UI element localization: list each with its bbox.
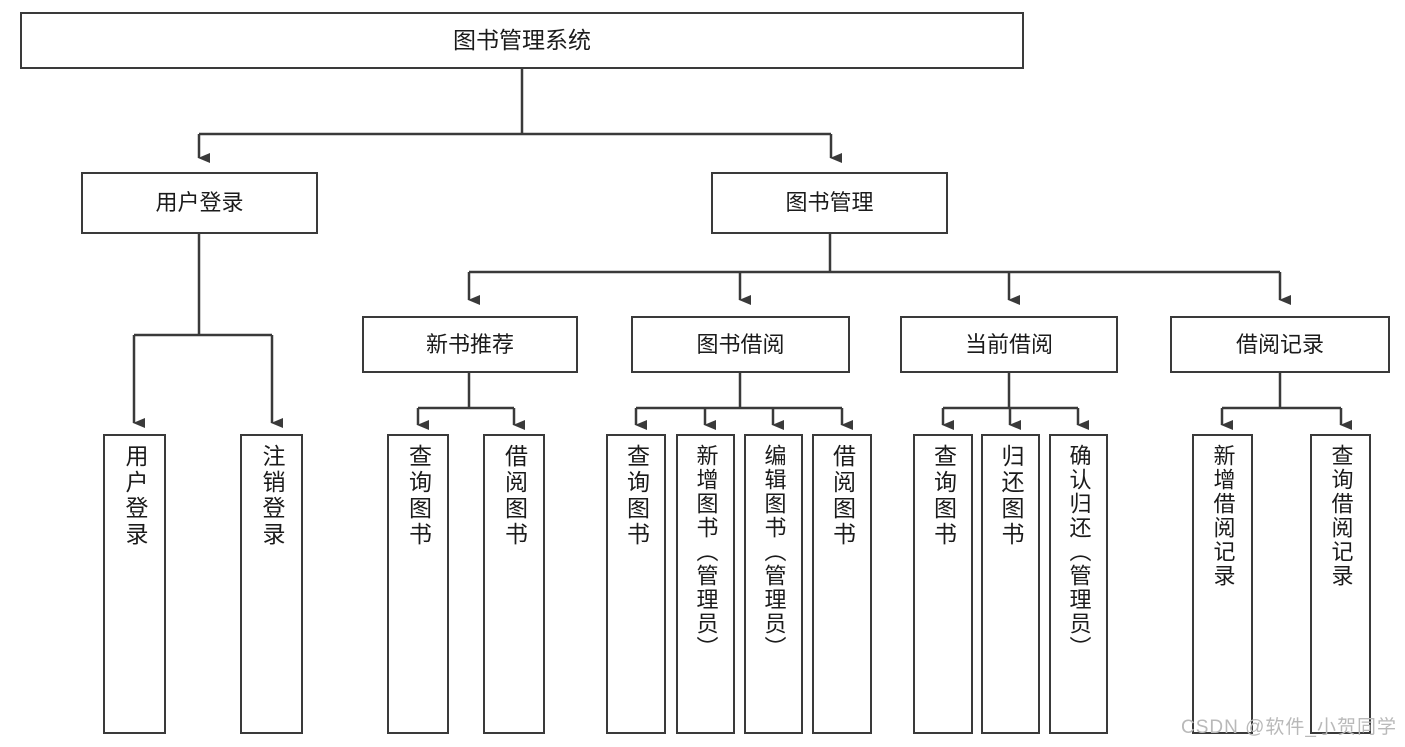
watermark: CSDN @软件_小贺同学 <box>1181 717 1397 738</box>
leaf-query-book-2-label: 查询图书 <box>623 444 650 548</box>
leaf-query-record[interactable]: 查询借阅记录 <box>1310 434 1371 734</box>
leaf-user-logout-label: 注销登录 <box>259 444 285 548</box>
leaf-query-book-1-label: 查询图书 <box>405 444 432 548</box>
leaf-edit-book-label: 编辑图书（管理员） <box>761 444 787 660</box>
leaf-return-book-label: 归还图书 <box>998 444 1024 548</box>
leaf-add-record-label: 新增借阅记录 <box>1210 444 1236 588</box>
leaf-borrow-book-1[interactable]: 借阅图书 <box>483 434 545 734</box>
leaf-confirm-return-label: 确认归还（管理员） <box>1066 444 1092 660</box>
node-borrow-record[interactable]: 借阅记录 <box>1170 316 1390 373</box>
node-root-label: 图书管理系统 <box>453 26 591 53</box>
node-book-manage-label: 图书管理 <box>785 190 874 216</box>
leaf-add-book[interactable]: 新增图书（管理员） <box>676 434 735 734</box>
leaf-user-logout[interactable]: 注销登录 <box>240 434 303 734</box>
leaf-query-book-1[interactable]: 查询图书 <box>387 434 449 734</box>
node-new-book-rec[interactable]: 新书推荐 <box>362 316 578 373</box>
leaf-edit-book[interactable]: 编辑图书（管理员） <box>744 434 803 734</box>
leaf-query-record-label: 查询借阅记录 <box>1328 444 1354 588</box>
leaf-borrow-book-2-label: 借阅图书 <box>829 444 856 548</box>
leaf-confirm-return[interactable]: 确认归还（管理员） <box>1049 434 1108 734</box>
node-book-borrow[interactable]: 图书借阅 <box>631 316 850 373</box>
node-user-login[interactable]: 用户登录 <box>81 172 318 234</box>
leaf-query-book-3-label: 查询图书 <box>930 444 957 548</box>
node-user-login-label: 用户登录 <box>155 190 244 216</box>
node-borrow-record-label: 借阅记录 <box>1235 331 1324 357</box>
leaf-borrow-book-2[interactable]: 借阅图书 <box>812 434 872 734</box>
leaf-query-book-2[interactable]: 查询图书 <box>606 434 666 734</box>
node-new-book-rec-label: 新书推荐 <box>425 331 514 357</box>
node-current-borrow[interactable]: 当前借阅 <box>900 316 1118 373</box>
leaf-borrow-book-1-label: 借阅图书 <box>501 444 528 548</box>
node-root[interactable]: 图书管理系统 <box>20 12 1024 69</box>
node-current-borrow-label: 当前借阅 <box>964 331 1053 357</box>
node-book-borrow-label: 图书借阅 <box>696 331 785 357</box>
leaf-query-book-3[interactable]: 查询图书 <box>913 434 973 734</box>
leaf-user-login[interactable]: 用户登录 <box>103 434 166 734</box>
leaf-add-book-label: 新增图书（管理员） <box>693 444 719 660</box>
leaf-return-book[interactable]: 归还图书 <box>981 434 1040 734</box>
node-book-manage[interactable]: 图书管理 <box>711 172 948 234</box>
leaf-user-login-label: 用户登录 <box>122 444 148 548</box>
leaf-add-record[interactable]: 新增借阅记录 <box>1192 434 1253 734</box>
